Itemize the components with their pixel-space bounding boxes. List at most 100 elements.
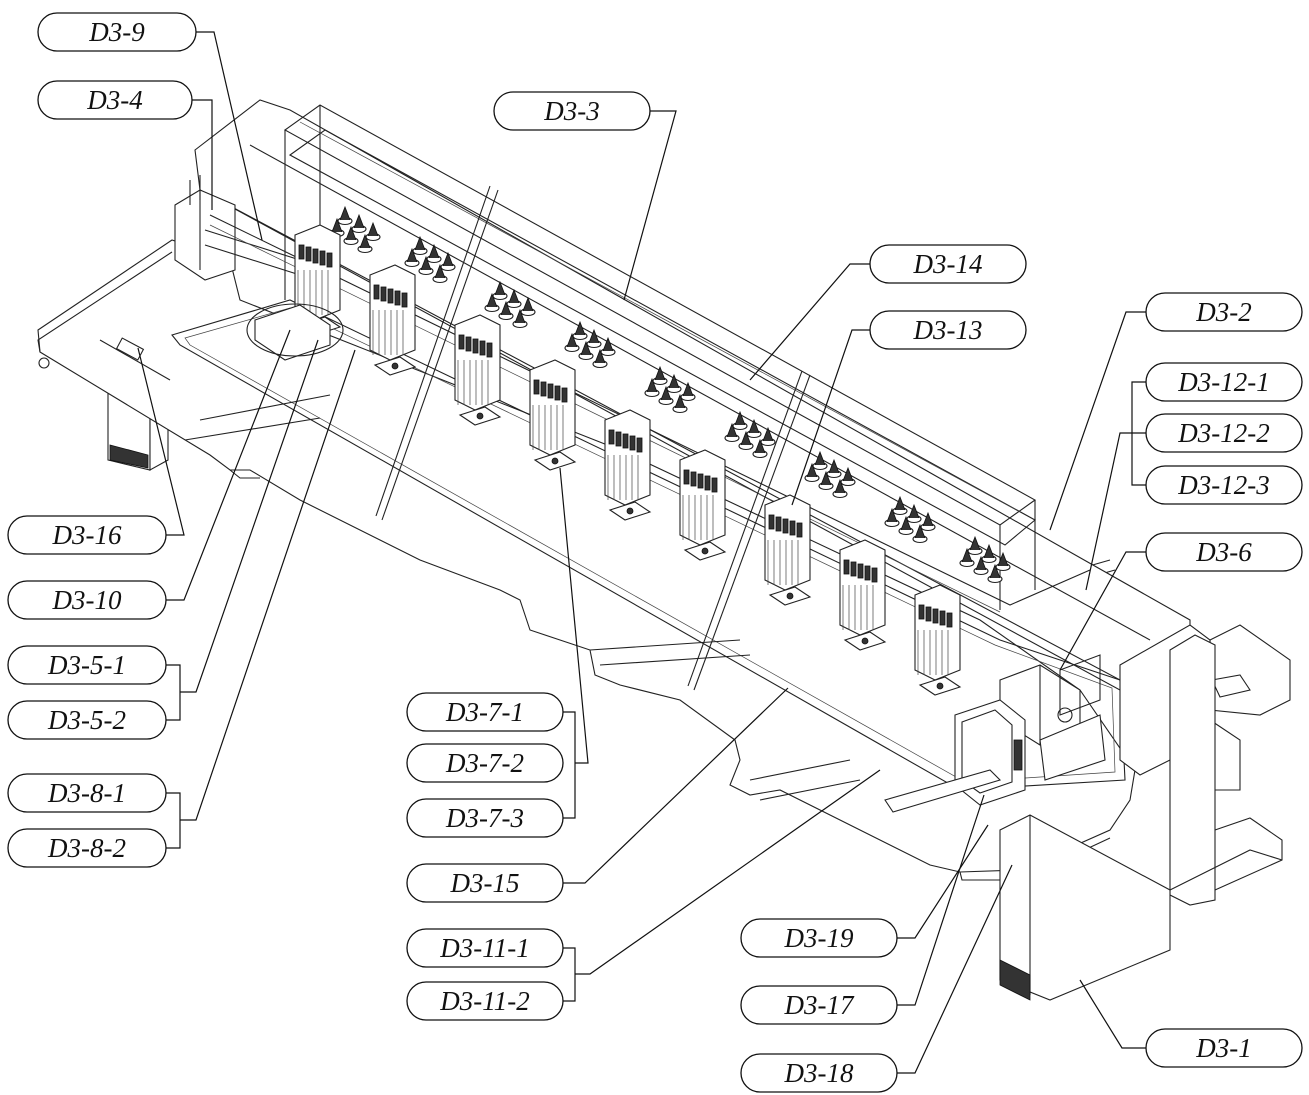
sewing-head — [839, 539, 887, 651]
callout-d3-14: D3-14 — [869, 244, 1027, 284]
thread-cones — [329, 205, 1011, 584]
callout-label: D3-4 — [86, 85, 143, 115]
callout-label: D3-1 — [1195, 1033, 1252, 1063]
callout-d3-12-2: D3-12-2 — [1145, 413, 1303, 453]
callout-d3-4: D3-4 — [37, 80, 193, 120]
callout-label: D3-2 — [1195, 297, 1252, 327]
callout-d3-7-1: D3-7-1 — [406, 692, 564, 732]
callout-label: D3-7-2 — [445, 748, 524, 778]
left-table-parts — [99, 303, 344, 381]
panel-arm — [884, 714, 1106, 813]
callout-d3-7-3: D3-7-3 — [406, 798, 564, 838]
leader-d3-13 — [791, 329, 870, 506]
leader-d3-8-bracket — [166, 349, 356, 849]
callout-label: D3-12-1 — [1177, 367, 1269, 397]
sewing-head — [529, 359, 577, 471]
cone-group — [404, 235, 456, 284]
callout-d3-1: D3-1 — [1145, 1028, 1303, 1068]
leader-d3-5-bracket — [166, 339, 319, 721]
cone-group — [644, 365, 696, 414]
callout-d3-2: D3-2 — [1145, 292, 1303, 332]
leader-d3-17 — [897, 794, 985, 1006]
left-drive-housing — [174, 175, 301, 281]
leader-d3-11-bracket — [563, 769, 881, 1002]
callout-d3-6: D3-6 — [1145, 532, 1303, 572]
cone-group — [959, 535, 1011, 584]
callout-label: D3-10 — [52, 585, 122, 615]
callout-label: D3-12-2 — [1177, 418, 1269, 448]
callout-d3-12-3: D3-12-3 — [1145, 465, 1303, 505]
leader-d3-4 — [192, 99, 213, 210]
callout-d3-3: D3-3 — [493, 91, 651, 131]
cone-group — [804, 450, 856, 499]
callout-label: D3-8-1 — [47, 778, 126, 808]
callout-label: D3-3 — [543, 96, 600, 126]
callout-label: D3-14 — [913, 249, 983, 279]
callout-label: D3-11-1 — [439, 933, 529, 963]
callout-label: D3-7-3 — [445, 803, 524, 833]
callout-d3-15: D3-15 — [406, 863, 564, 903]
callout-label: D3-11-2 — [439, 986, 529, 1016]
callout-d3-19: D3-19 — [740, 918, 898, 958]
callout-d3-12-1: D3-12-1 — [1145, 362, 1303, 402]
callout-d3-13: D3-13 — [869, 310, 1027, 350]
callout-label: D3-5-1 — [47, 650, 126, 680]
callout-label: D3-13 — [913, 315, 983, 345]
cone-group — [724, 410, 776, 459]
callout-label: D3-17 — [784, 990, 855, 1020]
cone-group — [484, 280, 536, 329]
callout-d3-18: D3-18 — [740, 1053, 898, 1093]
sewing-head — [454, 314, 502, 426]
callout-label: D3-15 — [450, 868, 520, 898]
callout-label: D3-18 — [784, 1058, 854, 1088]
leader-d3-7-bracket — [559, 467, 589, 819]
callout-labels: D3-9 D3-4 D3-3 D3-14 D3-13 D3-2 D3-12-1 — [7, 12, 1303, 1093]
leader-d3-2 — [1049, 311, 1146, 531]
sewing-heads — [294, 224, 962, 696]
callout-label: D3-8-2 — [47, 833, 126, 863]
leader-d3-15 — [563, 687, 789, 884]
callout-label: D3-16 — [52, 520, 122, 550]
callout-d3-5-2: D3-5-2 — [7, 700, 167, 740]
callout-label: D3-12-3 — [1177, 470, 1269, 500]
machine-drawing — [37, 99, 1291, 1001]
callout-d3-9: D3-9 — [37, 12, 197, 52]
callout-label: D3-6 — [1195, 537, 1252, 567]
right-leg — [999, 634, 1283, 1001]
leader-d3-9 — [196, 31, 263, 241]
callout-d3-10: D3-10 — [7, 580, 167, 620]
callout-label: D3-5-2 — [47, 705, 126, 735]
sewing-head — [914, 584, 962, 696]
callout-d3-11-2: D3-11-2 — [406, 981, 564, 1021]
sewing-head — [764, 494, 812, 606]
callout-d3-8-2: D3-8-2 — [7, 828, 167, 868]
leader-d3-19 — [897, 824, 989, 939]
thread-stand — [209, 104, 1091, 613]
leader-d3-10 — [166, 329, 291, 601]
cone-group — [884, 495, 936, 544]
callout-d3-5-1: D3-5-1 — [7, 645, 167, 685]
callout-d3-17: D3-17 — [740, 985, 898, 1025]
leader-d3-3 — [623, 110, 677, 301]
right-table-extension — [1209, 624, 1291, 791]
callout-d3-8-1: D3-8-1 — [7, 773, 167, 813]
callout-d3-11-1: D3-11-1 — [406, 928, 564, 968]
leader-d3-14 — [749, 263, 870, 381]
callout-d3-16: D3-16 — [7, 515, 167, 555]
callout-label: D3-7-1 — [445, 697, 524, 727]
callout-d3-7-2: D3-7-2 — [406, 743, 564, 783]
leader-d3-1 — [1079, 979, 1146, 1049]
cone-group — [564, 320, 616, 369]
leader-d3-12-bracket — [1085, 381, 1146, 591]
leader-lines — [137, 31, 1146, 1074]
callout-label: D3-9 — [88, 17, 145, 47]
sewing-head — [604, 409, 652, 521]
leader-d3-16 — [137, 347, 185, 536]
break-lines — [375, 185, 811, 691]
leader-d3-6 — [1059, 551, 1146, 671]
callout-label: D3-19 — [784, 923, 854, 953]
sewing-head — [369, 264, 417, 376]
leader-d3-18 — [897, 864, 1013, 1074]
sewing-head — [679, 449, 727, 561]
